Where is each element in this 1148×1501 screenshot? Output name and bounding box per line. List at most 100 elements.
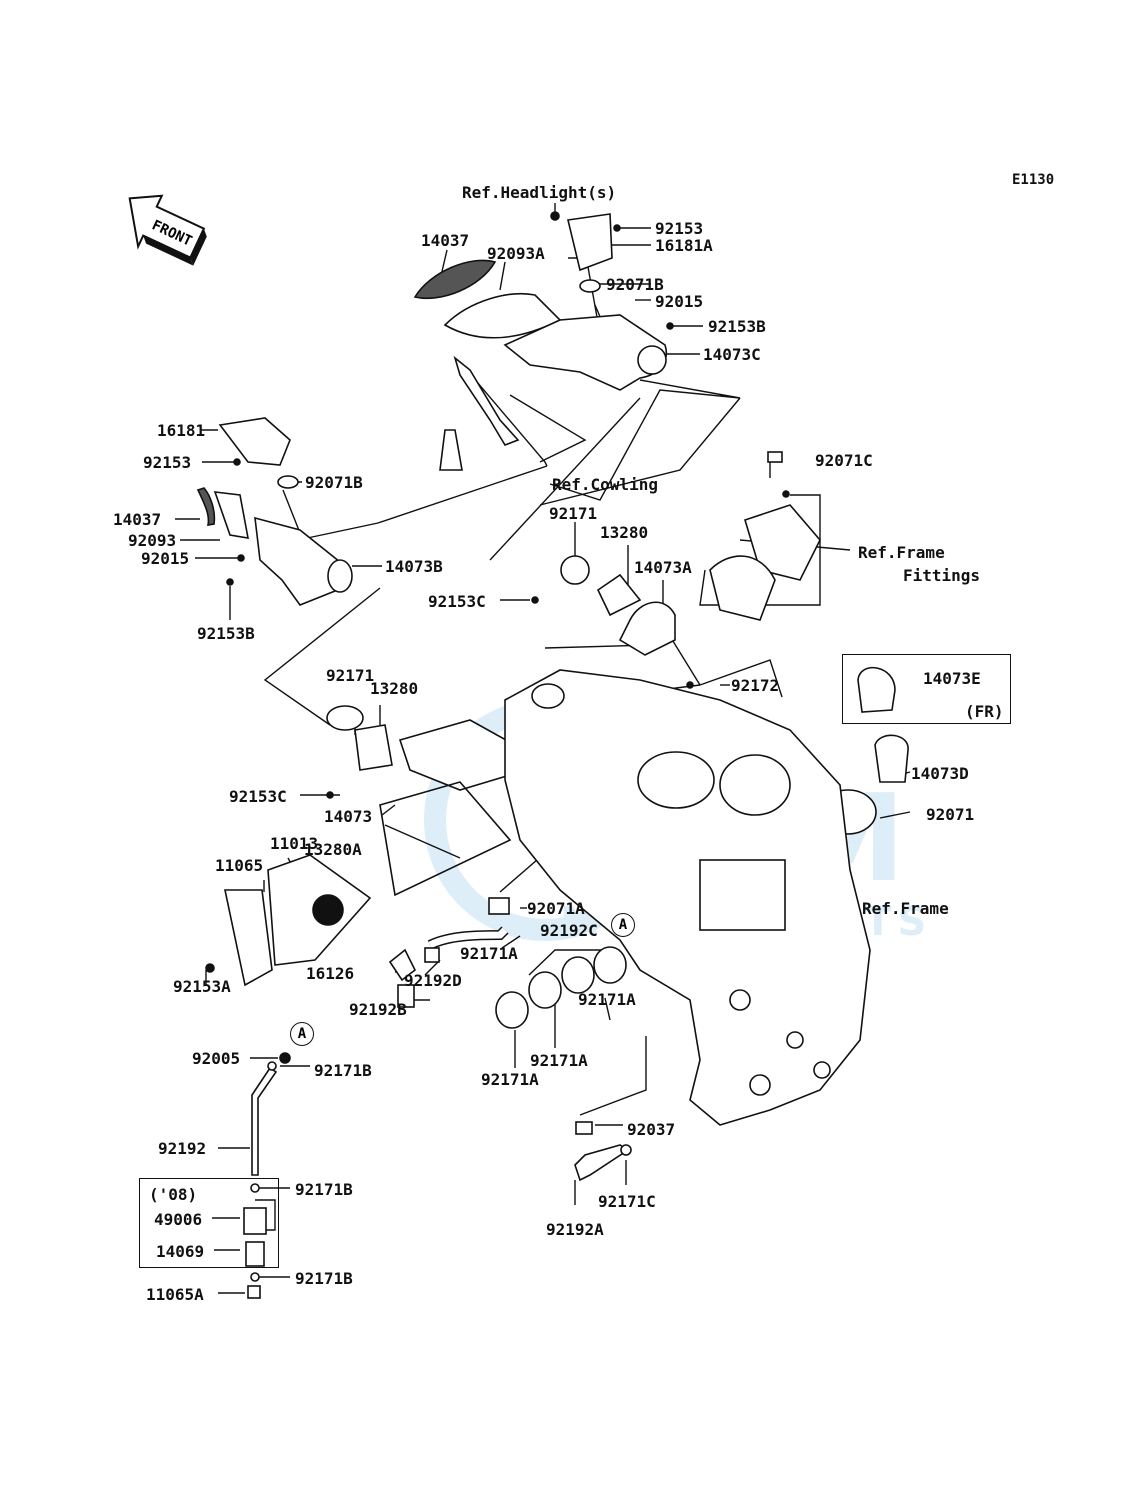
panel-92093 [213,491,249,539]
label-14037-top: 14037 [421,231,470,250]
label-92192D: 92192D [404,971,462,990]
clamp-92037 [575,1121,593,1135]
hose-92192 [251,1066,278,1176]
grille-14037-left [196,487,216,526]
grille-14037-top [413,259,497,299]
clamp-92171A-2 [528,971,562,1009]
label-92192B: 92192B [349,1000,407,1019]
label-92192: 92192 [158,1139,207,1158]
label-year-note: ('08) [149,1185,198,1204]
label-92171B-3: 92171B [295,1269,353,1288]
label-92153B-top: 92153B [708,317,766,336]
gasket-13280A [379,781,512,897]
label-92071B-top: 92071B [606,275,664,294]
label-92171A-2: 92171A [578,990,636,1009]
hose-92192A [574,1144,630,1182]
cover-16181 [218,417,291,466]
label-92071A: 92071A [527,899,585,918]
seal-13280-mid [354,724,393,771]
label-92153C-top: 92153C [428,592,486,611]
part-shapes [196,211,909,1299]
label-92153B-left: 92153B [197,624,255,643]
label-92037: 92037 [627,1120,676,1139]
label-92093A: 92093A [487,244,545,263]
label-14073B: 14073B [385,557,443,576]
bracket-stay [453,355,520,446]
label-92071B-left: 92071B [305,473,363,492]
clamp-92171B-3 [250,1272,260,1282]
label-92171A-4: 92171A [481,1070,539,1089]
label-92171C: 92171C [598,1192,656,1211]
clamp-92171B-2 [250,1183,260,1193]
duct-14073B [254,516,351,606]
label-92071C: 92071C [815,451,873,470]
front-arrow-icon: FRONT [128,194,207,266]
label-13280-top: 13280 [600,523,649,542]
label-92015-top: 92015 [655,292,704,311]
label-14073C: 14073C [703,345,761,364]
hose-92192B [397,984,415,1008]
label-14073A: 14073A [634,558,692,577]
cover-11065 [224,889,273,987]
label-13280-mid: 13280 [370,679,419,698]
label-ref-frame-fittings-2: Fittings [903,566,981,585]
label-92153-left: 92153 [143,453,192,472]
label-14037-left: 14037 [113,510,162,529]
label-92171-mid: 92171 [326,666,375,685]
label-92015-left: 92015 [141,549,190,568]
clamp-92171B-1 [267,1061,277,1071]
label-fr-note: (FR) [965,702,1004,721]
label-16181: 16181 [157,421,206,440]
duct-14073A [618,601,676,656]
label-16181A: 16181A [655,236,713,255]
callout-a-frame: A [611,913,635,937]
label-14073D: 14073D [911,764,969,783]
label-92171-top: 92171 [549,504,598,523]
label-92171A-1: 92171A [460,944,518,963]
label-ref-cowling: Ref.Cowling [552,475,658,494]
nut-92071C [767,451,783,463]
label-49006: 49006 [154,1210,203,1229]
clamp-92171A-1 [495,991,529,1029]
label-14073: 14073 [324,807,373,826]
damper-92071A [488,897,510,915]
label-92192A: 92192A [546,1220,604,1239]
duct-14073D [874,734,909,783]
duct-14073E [857,666,896,713]
label-11013: 11013 [270,834,319,853]
clamp-92171C [620,1144,632,1156]
label-11065: 11065 [215,856,264,875]
label-92153-top: 92153 [655,219,704,238]
label-92005: 92005 [192,1049,241,1068]
label-92172: 92172 [731,676,780,695]
label-92153A: 92153A [173,977,231,996]
valve-16126 [388,948,417,982]
label-ref-headlight: Ref.Headlight(s) [462,183,617,202]
label-92093: 92093 [128,531,177,550]
label-92171A-3: 92171A [530,1051,588,1070]
label-ref-frame-fittings-1: Ref.Frame [858,543,945,562]
clamp-92171-mid [326,705,364,731]
label-16126: 16126 [306,964,355,983]
diagram-code: E1130 [1012,172,1055,188]
part-14069 [245,1241,265,1267]
seal-13280-top [596,573,642,617]
year-variant-box [139,1178,279,1268]
label-92171B-1: 92171B [314,1061,372,1080]
label-ref-frame: Ref.Frame [862,899,949,918]
clamp-92171A-3 [561,956,595,994]
label-92171B-2: 92171B [295,1180,353,1199]
grommet-92071B-top [579,279,601,293]
label-14073E: 14073E [923,669,981,688]
callout-a-drain: A [290,1022,314,1046]
part-49006 [243,1207,267,1235]
label-92153C-mid: 92153C [229,787,287,806]
label-14069: 14069 [156,1242,205,1261]
joint-92192D [424,947,440,963]
clamp-92171-top [560,555,590,585]
label-92192C: 92192C [540,921,598,940]
cap-11065A [247,1285,261,1299]
label-11065A: 11065A [146,1285,204,1304]
plug-92005 [279,1052,291,1064]
